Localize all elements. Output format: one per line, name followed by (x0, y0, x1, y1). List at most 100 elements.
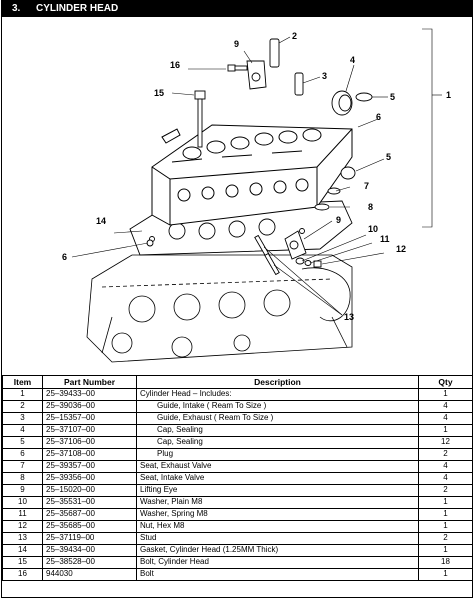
callout-10: 10 (368, 224, 378, 234)
cell-qty: 1 (418, 496, 473, 509)
cell-description: Cap, Sealing (136, 424, 419, 437)
cell-item: 11 (2, 508, 43, 521)
cylinder-head-drawing (151, 124, 353, 226)
section-header: 3. CYLINDER HEAD (2, 1, 472, 17)
head-bolt-drawing (194, 90, 206, 148)
callout-14: 14 (96, 216, 106, 226)
cell-part-number: 25–37108–00 (42, 448, 137, 461)
cell-qty: 1 (418, 508, 473, 521)
cell-part-number: 25–39433–00 (42, 388, 137, 401)
cell-description: Lifting Eye (136, 484, 419, 497)
cell-description: Guide, Intake ( Ream To Size ) (136, 400, 419, 413)
cell-item: 4 (2, 424, 43, 437)
table-header-row: Item Part Number Description Qty (2, 375, 473, 389)
callout-13: 13 (344, 312, 354, 322)
cell-item: 13 (2, 532, 43, 545)
section-number: 3. (12, 3, 21, 14)
studs-nuts-washers-drawing (146, 234, 322, 276)
callout-6a: 6 (376, 112, 381, 122)
cell-part-number: 25–35687–00 (42, 508, 137, 521)
leader-lines (71, 28, 442, 316)
cell-qty: 1 (418, 424, 473, 437)
callout-12: 12 (396, 244, 406, 254)
cell-qty: 2 (418, 532, 473, 545)
callout-11: 11 (380, 234, 390, 244)
cell-part-number: 25–39036–00 (42, 400, 137, 413)
cell-part-number: 25–15020–00 (42, 484, 137, 497)
cell-item: 9 (2, 484, 43, 497)
callout-9b: 9 (336, 215, 341, 225)
cell-description: Cylinder Head – Includes: (136, 388, 419, 401)
lifting-eye-drawing (246, 60, 307, 260)
cell-description: Stud (136, 532, 419, 545)
cell-description: Nut, Hex M8 (136, 520, 419, 533)
cell-item: 14 (2, 544, 43, 557)
cell-description: Seat, Exhaust Valve (136, 460, 419, 473)
callout-4: 4 (350, 55, 355, 65)
callout-8: 8 (368, 202, 373, 212)
cell-part-number: 25–38528–00 (42, 556, 137, 569)
cell-part-number: 25–37119–00 (42, 532, 137, 545)
cell-qty: 4 (418, 472, 473, 485)
callout-16: 16 (170, 60, 180, 70)
cell-qty: 2 (418, 448, 473, 461)
cell-qty: 12 (418, 436, 473, 449)
cell-description: Seat, Intake Valve (136, 472, 419, 485)
cell-part-number: 25–35531–00 (42, 496, 137, 509)
cell-item: 15 (2, 556, 43, 569)
cell-qty: 1 (418, 568, 473, 581)
section-title: CYLINDER HEAD (36, 3, 119, 14)
cell-part-number: 25–35685–00 (42, 520, 137, 533)
cell-description: Washer, Spring M8 (136, 508, 419, 521)
cell-qty: 4 (418, 460, 473, 473)
callout-5b: 5 (386, 152, 391, 162)
cell-item: 2 (2, 400, 43, 413)
callout-1: 1 (446, 90, 451, 100)
header-part-number: Part Number (42, 375, 137, 389)
header-description: Description (136, 375, 419, 389)
cell-part-number: 25–37106–00 (42, 436, 137, 449)
callout-2: 2 (292, 31, 297, 41)
cell-description: Washer, Plain M8 (136, 496, 419, 509)
cell-item: 10 (2, 496, 43, 509)
cell-item: 7 (2, 460, 43, 473)
cell-part-number: 25–39356–00 (42, 472, 137, 485)
cell-qty: 2 (418, 484, 473, 497)
cell-part-number: 25–37107–00 (42, 424, 137, 437)
cell-description: Plug (136, 448, 419, 461)
cell-description: Gasket, Cylinder Head (1.25MM Thick) (136, 544, 419, 557)
cell-part-number: 25–39434–00 (42, 544, 137, 557)
cell-item: 1 (2, 388, 43, 401)
cell-description: Bolt (136, 568, 419, 581)
cell-qty: 4 (418, 400, 473, 413)
header-qty: Qty (418, 375, 473, 389)
cell-qty: 1 (418, 544, 473, 557)
cell-part-number: 944030 (42, 568, 137, 581)
cell-part-number: 25–15357–00 (42, 412, 137, 425)
cell-description: Guide, Exhaust ( Ream To Size ) (136, 412, 419, 425)
cell-item: 16 (2, 568, 43, 581)
cell-description: Cap, Sealing (136, 436, 419, 449)
exploded-view-diagram: 1 2 3 4 5 5 6 6 7 8 9 9 10 11 12 13 14 1… (2, 17, 472, 371)
callout-7: 7 (364, 181, 369, 191)
callout-6b: 6 (62, 252, 67, 262)
cell-description: Bolt, Cylinder Head (136, 556, 419, 569)
cell-item: 8 (2, 472, 43, 485)
